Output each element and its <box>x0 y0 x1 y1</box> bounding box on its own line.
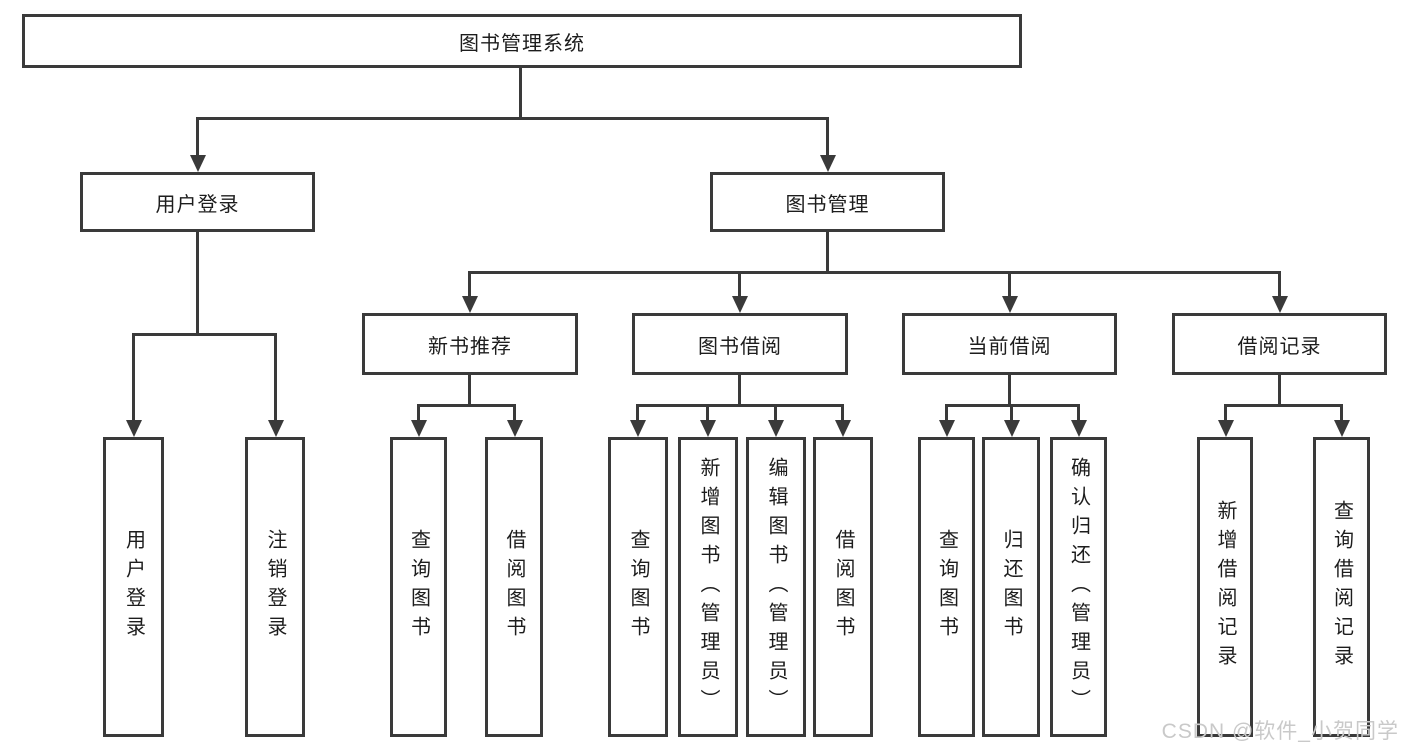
node-label: 借阅记录 <box>1237 335 1322 358</box>
leaf-cur-confirm-return-admin: 确认归还（管理员） <box>1050 437 1107 737</box>
node-label: 借阅图书 <box>832 529 854 645</box>
arrow-down-icon <box>190 155 206 172</box>
node-label: 归还图书 <box>1000 529 1022 645</box>
leaf-bb-borrow-books: 借阅图书 <box>813 437 873 737</box>
arrow-down-icon <box>939 420 955 437</box>
arrow-down-icon <box>820 155 836 172</box>
node-label: 查询图书 <box>407 529 430 645</box>
arrow-down-icon <box>700 420 716 437</box>
node-label: 新书推荐 <box>428 335 512 358</box>
connector-line <box>274 333 277 422</box>
connector-line <box>519 68 522 118</box>
leaf-user-login: 用户登录 <box>103 437 164 737</box>
arrow-down-icon <box>411 420 427 437</box>
node-label: 确认归还（管理员） <box>1067 456 1090 718</box>
leaf-cur-query-books: 查询图书 <box>918 437 975 737</box>
csdn-watermark: CSDN @软件_小贺同学 <box>1161 720 1399 743</box>
leaf-rec-query-books: 查询图书 <box>390 437 447 737</box>
arrow-down-icon <box>126 420 142 437</box>
leaf-bb-query-books: 查询图书 <box>608 437 668 737</box>
connector-line <box>196 117 199 157</box>
node-current-borrowing: 当前借阅 <box>902 313 1117 375</box>
node-borrowing-records: 借阅记录 <box>1172 313 1387 375</box>
connector-line <box>1224 404 1227 422</box>
arrow-down-icon <box>507 420 523 437</box>
node-label: 图书借阅 <box>698 335 782 358</box>
connector-line <box>513 404 516 422</box>
node-new-book-recommend: 新书推荐 <box>362 313 578 375</box>
connector-line <box>132 333 135 422</box>
arrow-down-icon <box>1004 420 1020 437</box>
arrow-down-icon <box>268 420 284 437</box>
arrow-down-icon <box>462 296 478 313</box>
connector-line <box>738 375 741 407</box>
node-book-management: 图书管理 <box>710 172 945 232</box>
connector-line <box>1077 404 1080 422</box>
connector-line <box>841 404 844 422</box>
node-label: 用户登录 <box>155 193 240 216</box>
connector-line <box>468 271 1281 274</box>
arrow-down-icon <box>1218 420 1234 437</box>
connector-line <box>636 404 844 407</box>
connector-line <box>196 117 829 120</box>
node-label: 新增图书（管理员） <box>697 456 719 718</box>
connector-line <box>417 404 420 422</box>
connector-line <box>636 404 639 422</box>
arrow-down-icon <box>835 420 851 437</box>
connector-line <box>1278 271 1281 299</box>
node-label: 新增借阅记录 <box>1214 500 1236 674</box>
leaf-rec-borrow-books: 借阅图书 <box>485 437 543 737</box>
arrow-down-icon <box>768 420 784 437</box>
node-label: 查询图书 <box>935 529 958 645</box>
arrow-down-icon <box>1334 420 1350 437</box>
connector-line <box>706 404 709 422</box>
node-label: 用户登录 <box>122 529 145 645</box>
arrow-down-icon <box>630 420 646 437</box>
leaf-bb-add-books-admin: 新增图书（管理员） <box>678 437 738 737</box>
node-label: 编辑图书（管理员） <box>765 456 787 718</box>
arrow-down-icon <box>1071 420 1087 437</box>
arrow-down-icon <box>1002 296 1018 313</box>
connector-line <box>468 375 471 407</box>
connector-line <box>826 232 829 274</box>
connector-line <box>738 271 741 299</box>
connector-line <box>1008 271 1011 299</box>
node-label: 查询借阅记录 <box>1330 500 1353 674</box>
node-label: 图书管理系统 <box>459 32 585 55</box>
node-book-borrowing: 图书借阅 <box>632 313 848 375</box>
node-label: 当前借阅 <box>967 335 1052 358</box>
leaf-records-query: 查询借阅记录 <box>1313 437 1370 737</box>
leaf-logout: 注销登录 <box>245 437 305 737</box>
connector-line <box>945 404 948 422</box>
node-library-system: 图书管理系统 <box>22 14 1022 68</box>
connector-line <box>1278 375 1281 407</box>
node-label: 查询图书 <box>627 529 649 645</box>
arrow-down-icon <box>1272 296 1288 313</box>
connector-line <box>1008 375 1011 407</box>
connector-line <box>468 271 471 299</box>
node-label: 图书管理 <box>785 193 870 216</box>
leaf-bb-edit-books-admin: 编辑图书（管理员） <box>746 437 806 737</box>
node-label: 注销登录 <box>264 529 286 645</box>
connector-line <box>1340 404 1343 422</box>
node-user-login: 用户登录 <box>80 172 315 232</box>
connector-line <box>1010 404 1013 422</box>
connector-line <box>774 404 777 422</box>
leaf-records-add: 新增借阅记录 <box>1197 437 1253 737</box>
arrow-down-icon <box>732 296 748 313</box>
connector-line <box>196 232 199 336</box>
connector-line <box>826 117 829 157</box>
leaf-cur-return-books: 归还图书 <box>982 437 1040 737</box>
connector-line <box>417 404 516 407</box>
node-label: 借阅图书 <box>503 529 525 645</box>
connector-line <box>132 333 277 336</box>
connector-line <box>1224 404 1343 407</box>
